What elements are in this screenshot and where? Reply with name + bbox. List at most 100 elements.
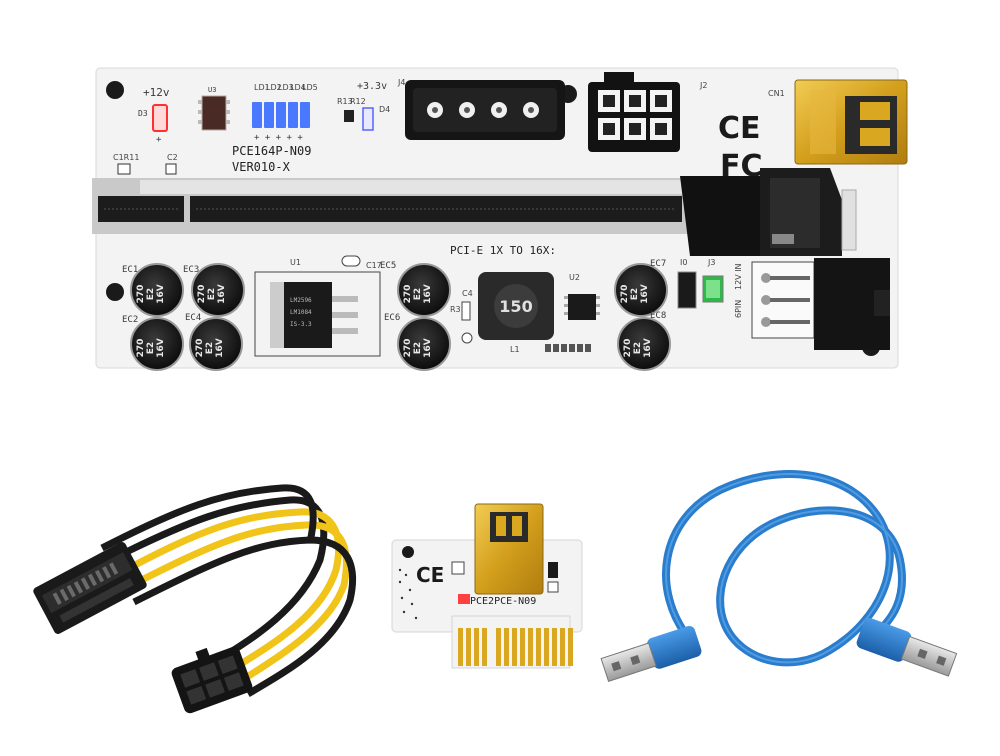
svg-text:EC5: EC5 — [380, 261, 396, 271]
usb3-plug-left — [600, 625, 702, 682]
svg-text:I0: I0 — [680, 258, 687, 267]
svg-text:E2: E2 — [207, 288, 217, 300]
gold-finger — [512, 628, 517, 666]
svg-text:J2: J2 — [699, 81, 707, 90]
gold-finger — [496, 628, 501, 666]
svg-text:E2: E2 — [146, 342, 156, 354]
mount-hole — [106, 283, 124, 301]
regulator-u1 — [282, 282, 332, 348]
capacitor-group-right: EC7 EC8 — [650, 259, 666, 321]
svg-text:EC4: EC4 — [185, 313, 201, 323]
gold-finger — [528, 628, 533, 666]
svg-text:LD4: LD4 — [290, 83, 306, 92]
gold-finger — [568, 628, 573, 666]
svg-text:EC7: EC7 — [650, 259, 666, 269]
svg-text:270: 270 — [197, 285, 207, 304]
sata-to-6pin-cable — [33, 484, 357, 714]
blue-led — [276, 102, 286, 128]
mount-hole — [402, 546, 414, 558]
mount-hole — [106, 81, 124, 99]
svg-text:E2: E2 — [630, 288, 640, 300]
svg-text:150: 150 — [499, 297, 532, 316]
svg-text:6PIN: 6PIN — [734, 300, 743, 318]
capacitor-group-left: EC1 EC3 EC2 EC4 — [122, 265, 201, 325]
gold-finger — [474, 628, 479, 666]
svg-text:+ + + + +: + + + + + — [254, 133, 303, 143]
gold-finger — [520, 628, 525, 666]
riser-board: +12v D3 + U3 LD1 LD2 LD3 LD4 LD5 + + + +… — [92, 67, 908, 371]
svg-text:LM2596: LM2596 — [290, 297, 312, 304]
gold-finger — [458, 628, 463, 666]
svg-text:16V: 16V — [215, 338, 225, 358]
gold-finger — [504, 628, 509, 666]
usb3-cable — [600, 470, 958, 682]
svg-text:E2: E2 — [146, 288, 156, 300]
adapter-ce-mark: CE — [416, 563, 444, 587]
gold-finger — [466, 628, 471, 666]
blue-led — [252, 102, 262, 128]
svg-text:+: + — [156, 135, 162, 145]
svg-text:16V: 16V — [423, 338, 433, 358]
board-version: VER010-X — [232, 160, 291, 174]
svg-text:LD2: LD2 — [266, 83, 282, 92]
silk-33v: +3.3v — [357, 81, 387, 92]
sata-power-plug — [33, 542, 147, 634]
ce-mark: CE — [718, 111, 761, 146]
chip-u3 — [201, 95, 227, 131]
svg-text:270: 270 — [403, 285, 413, 304]
svg-text:C4: C4 — [462, 289, 473, 298]
svg-text:270: 270 — [623, 339, 633, 358]
svg-text:IS-3.3: IS-3.3 — [290, 321, 312, 328]
blue-led — [300, 102, 310, 128]
board-model: PCE164P-N09 — [232, 144, 311, 158]
svg-text:CN1: CN1 — [768, 89, 785, 98]
svg-text:D4: D4 — [379, 105, 390, 114]
svg-text:C2: C2 — [167, 153, 178, 162]
svg-text:270: 270 — [403, 339, 413, 358]
gold-finger — [482, 628, 487, 666]
svg-text:E2: E2 — [633, 342, 643, 354]
svg-text:LD3: LD3 — [278, 83, 294, 92]
svg-text:EC8: EC8 — [650, 311, 666, 321]
gold-finger — [552, 628, 557, 666]
svg-text:16V: 16V — [643, 338, 653, 358]
svg-text:C1R11: C1R11 — [113, 153, 139, 162]
svg-text:J3: J3 — [707, 258, 715, 267]
svg-text:U2: U2 — [569, 273, 580, 282]
capacitor-group-mid: EC5 EC6 — [380, 261, 400, 323]
blue-led — [288, 102, 298, 128]
svg-text:R13: R13 — [337, 97, 353, 106]
svg-text:16V: 16V — [217, 284, 227, 304]
blue-led — [264, 102, 274, 128]
svg-text:EC6: EC6 — [384, 313, 400, 323]
gold-finger — [544, 628, 549, 666]
svg-text:R3: R3 — [450, 305, 461, 314]
gold-finger — [536, 628, 541, 666]
svg-text:LD5: LD5 — [302, 83, 318, 92]
svg-text:EC1: EC1 — [122, 265, 138, 275]
svg-text:16V: 16V — [640, 284, 650, 304]
svg-text:16V: 16V — [156, 284, 166, 304]
svg-text:R12: R12 — [350, 97, 366, 106]
pcie-1x-adapter: CE PCE2PCE-N09 — [391, 503, 583, 669]
red-led — [152, 104, 168, 132]
svg-text:LM1084: LM1084 — [290, 309, 312, 316]
svg-text:EC2: EC2 — [122, 315, 138, 325]
chip-u2 — [568, 294, 596, 320]
silk-d3: D3 — [138, 109, 148, 118]
svg-text:12V IN: 12V IN — [734, 263, 743, 290]
svg-text:EC3: EC3 — [183, 265, 199, 275]
svg-text:U1: U1 — [290, 258, 301, 267]
svg-text:270: 270 — [195, 339, 205, 358]
svg-text:270: 270 — [136, 339, 146, 358]
svg-text:E2: E2 — [413, 288, 423, 300]
svg-text:J4: J4 — [397, 78, 405, 87]
silk-u3: U3 — [208, 86, 216, 94]
